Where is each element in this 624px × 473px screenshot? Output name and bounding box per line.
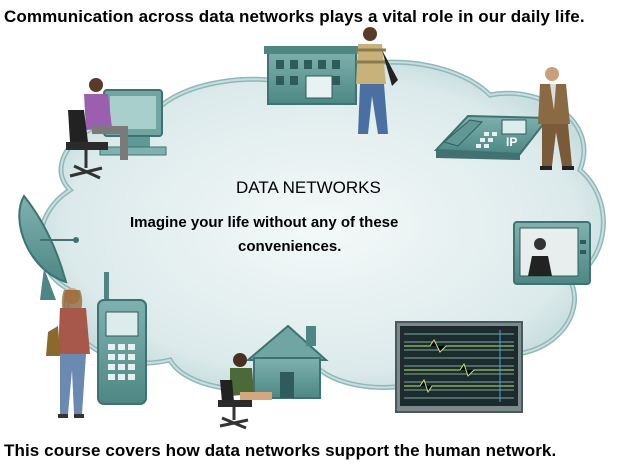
businessman-phone-icon — [538, 67, 574, 170]
ip-badge: IP — [506, 135, 517, 149]
seated-woman-icon — [218, 353, 272, 430]
top-caption: Communication across data networks plays… — [4, 7, 585, 26]
television-icon — [513, 221, 591, 285]
woman-icon — [46, 288, 90, 418]
cloud-title: DATA NETWORKS — [236, 178, 381, 197]
house-icon — [245, 324, 329, 399]
bottom-caption: This course covers how data networks sup… — [4, 441, 557, 460]
computer-user-icon — [66, 78, 167, 180]
office-building-icon — [264, 46, 360, 105]
walking-man-icon — [356, 27, 398, 139]
satellite-dish-icon — [18, 194, 79, 300]
network-monitor-icon — [395, 321, 523, 413]
ip-phone-icon: IP — [433, 114, 551, 160]
cloud-text-line-1: Imagine your life without any of these — [130, 214, 399, 231]
cloud-text-line-2: conveniences. — [238, 238, 342, 255]
mobile-phone-icon — [97, 272, 147, 405]
